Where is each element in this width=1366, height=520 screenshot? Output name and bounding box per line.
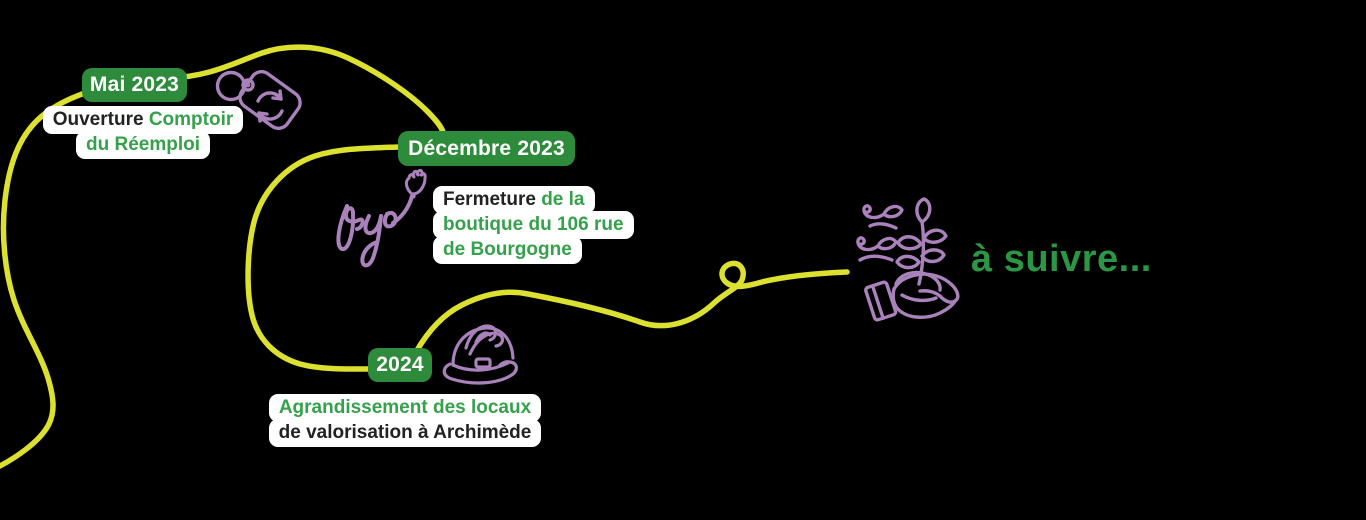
hand-plant-icon xyxy=(856,197,960,322)
description-text: boutique du 106 rue xyxy=(443,214,624,235)
badge-label: Mai 2023 xyxy=(89,73,180,96)
milestone-date-badge-2024: 2024 xyxy=(368,348,432,382)
description-text: Agrandissement des locaux xyxy=(278,397,532,418)
description-text: Fermeture xyxy=(443,189,542,210)
description-line: Fermeture de la xyxy=(433,186,595,214)
description-text: de Bourgogne xyxy=(443,239,572,260)
description-line: de Bourgogne xyxy=(433,236,582,264)
milestone-description-2024: Agrandissement des locaux de valorisatio… xyxy=(268,394,542,447)
description-text: de la xyxy=(541,189,585,210)
badge-label: 2024 xyxy=(376,353,424,376)
description-line: Agrandissement des locaux xyxy=(268,394,542,422)
description-line: Ouverture Comptoir xyxy=(42,106,244,134)
tag-reuse-icon xyxy=(215,70,302,130)
description-line: de valorisation à Archimède xyxy=(268,419,542,447)
bye-hand-icon xyxy=(336,168,427,268)
description-text: Ouverture xyxy=(52,109,149,130)
milestone-date-badge-mai-2023: Mai 2023 xyxy=(82,68,187,102)
description-text: de valorisation à Archimède xyxy=(278,422,532,443)
description-line: boutique du 106 rue xyxy=(433,211,634,239)
milestone-description-mai-2023: Ouverture Comptoir du Réemploi xyxy=(40,106,246,159)
description-text: Comptoir xyxy=(148,109,234,130)
description-text: du Réemploi xyxy=(85,134,200,155)
hard-hat-icon xyxy=(442,324,518,385)
future-label: à suivre... xyxy=(971,238,1152,280)
badge-label: Décembre 2023 xyxy=(408,136,565,160)
description-line: du Réemploi xyxy=(75,131,210,159)
milestone-date-badge-decembre-2023: Décembre 2023 xyxy=(398,131,575,166)
milestone-description-decembre-2023: Fermeture de la boutique du 106 rue de B… xyxy=(433,186,634,264)
